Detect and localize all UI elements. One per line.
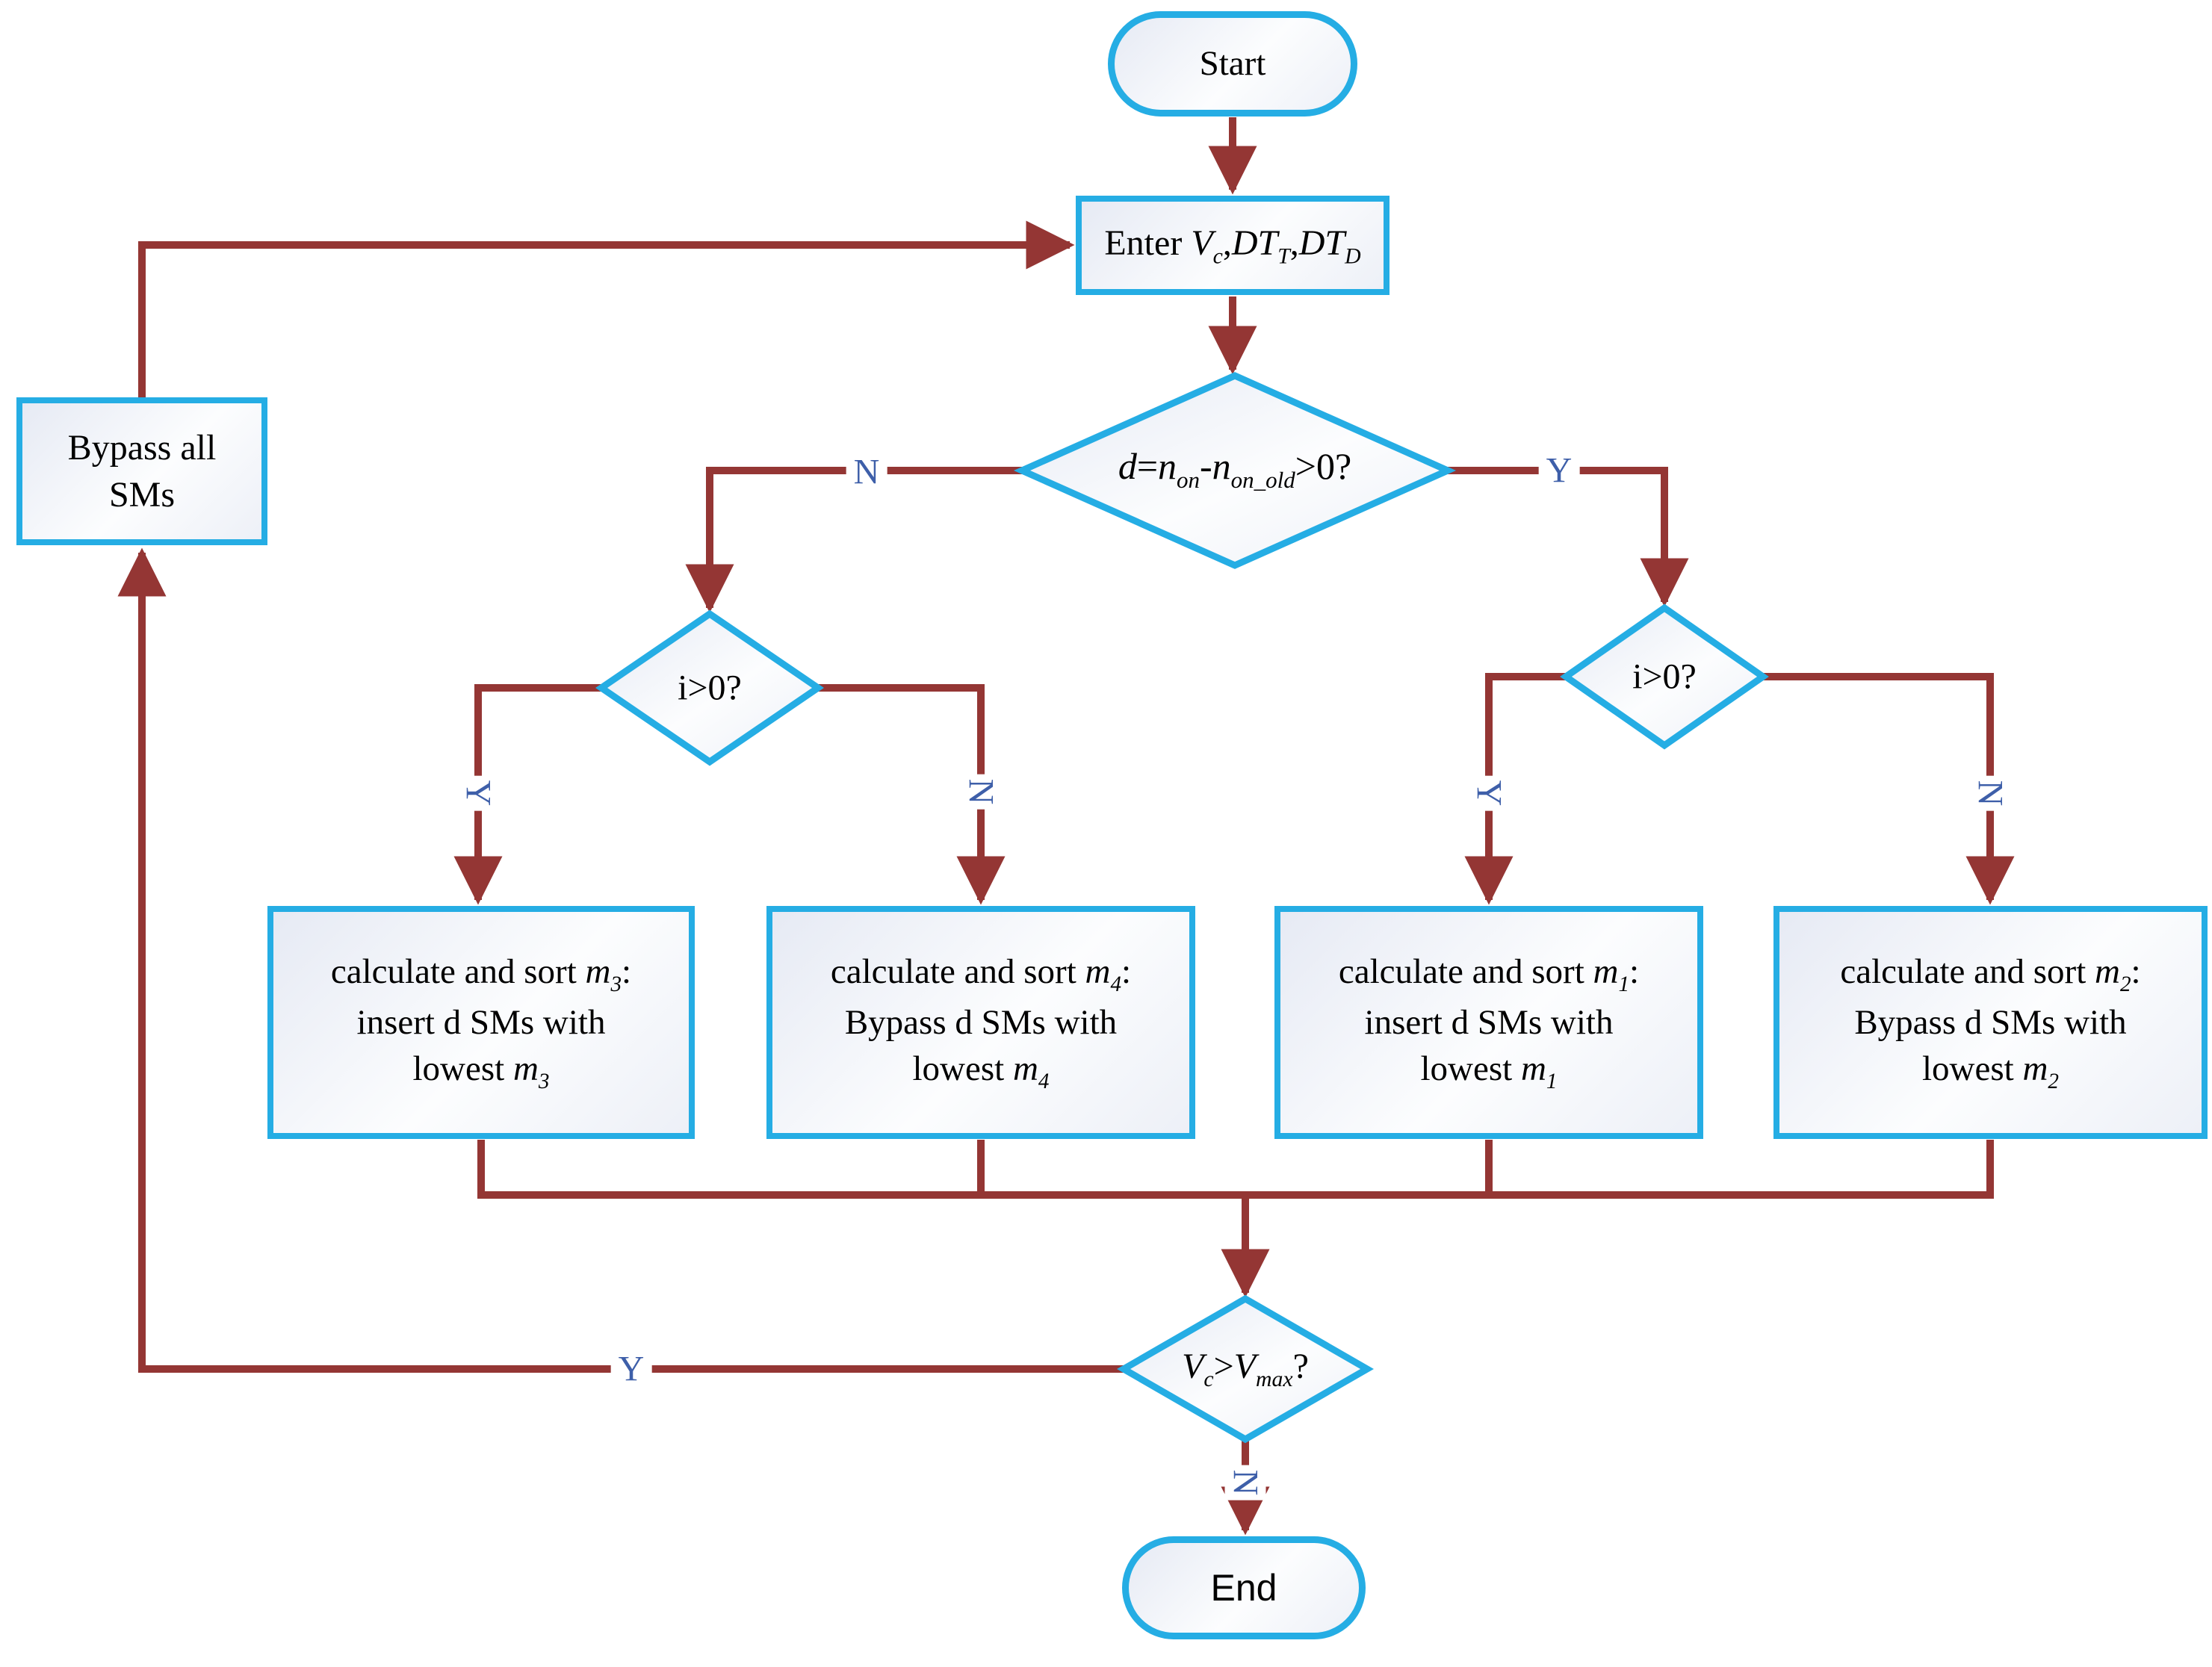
edge-left-i-no bbox=[817, 684, 1006, 905]
enter-label: Enter Vc,DTT,DTD bbox=[1104, 223, 1361, 269]
decision-vmax-diamond bbox=[1116, 1294, 1375, 1444]
edge-merge-collector bbox=[477, 1140, 1994, 1199]
branch-label-main-no: N bbox=[846, 451, 887, 493]
start-terminator: Start bbox=[1108, 11, 1357, 117]
edge-right-i-no bbox=[1762, 673, 2015, 905]
edge-left-i-yes bbox=[453, 684, 602, 905]
end-terminator: End bbox=[1122, 1536, 1366, 1639]
edge-decision-d-yes bbox=[1448, 467, 1689, 607]
branch-label-right-yes: Y bbox=[1468, 775, 1510, 811]
branch-label-vmax-yes: Y bbox=[610, 1348, 652, 1390]
branch-label-main-yes: Y bbox=[1538, 450, 1580, 491]
decision-i-right-label: i>0? bbox=[1632, 656, 1697, 697]
edge-bypass-to-enter bbox=[138, 220, 1075, 399]
enter-process-box: Enter Vc,DTT,DTD bbox=[1076, 196, 1390, 295]
end-label: End bbox=[1210, 1567, 1277, 1609]
decision-i-left-label: i>0? bbox=[678, 668, 742, 708]
decision-i-right-diamond bbox=[1560, 603, 1769, 750]
decision-i-left-diamond bbox=[595, 609, 824, 766]
branch-label-right-no: N bbox=[1969, 775, 2011, 811]
start-label: Start bbox=[1199, 44, 1266, 84]
decision-vmax-label: Vc>Vmax? bbox=[1182, 1346, 1309, 1392]
decision-d-diamond bbox=[1013, 372, 1457, 569]
branch-label-vmax-no: N bbox=[1224, 1465, 1266, 1500]
edge-vmax-yes-to-bypass bbox=[117, 547, 1125, 1373]
decision-d-label: d=non-non_old>0? bbox=[1118, 445, 1352, 493]
branch-label-left-no: N bbox=[960, 774, 1002, 810]
edge-right-i-yes bbox=[1464, 673, 1567, 905]
branch-label-left-yes: Y bbox=[457, 775, 499, 811]
edge-decision-d-no bbox=[685, 467, 1023, 613]
